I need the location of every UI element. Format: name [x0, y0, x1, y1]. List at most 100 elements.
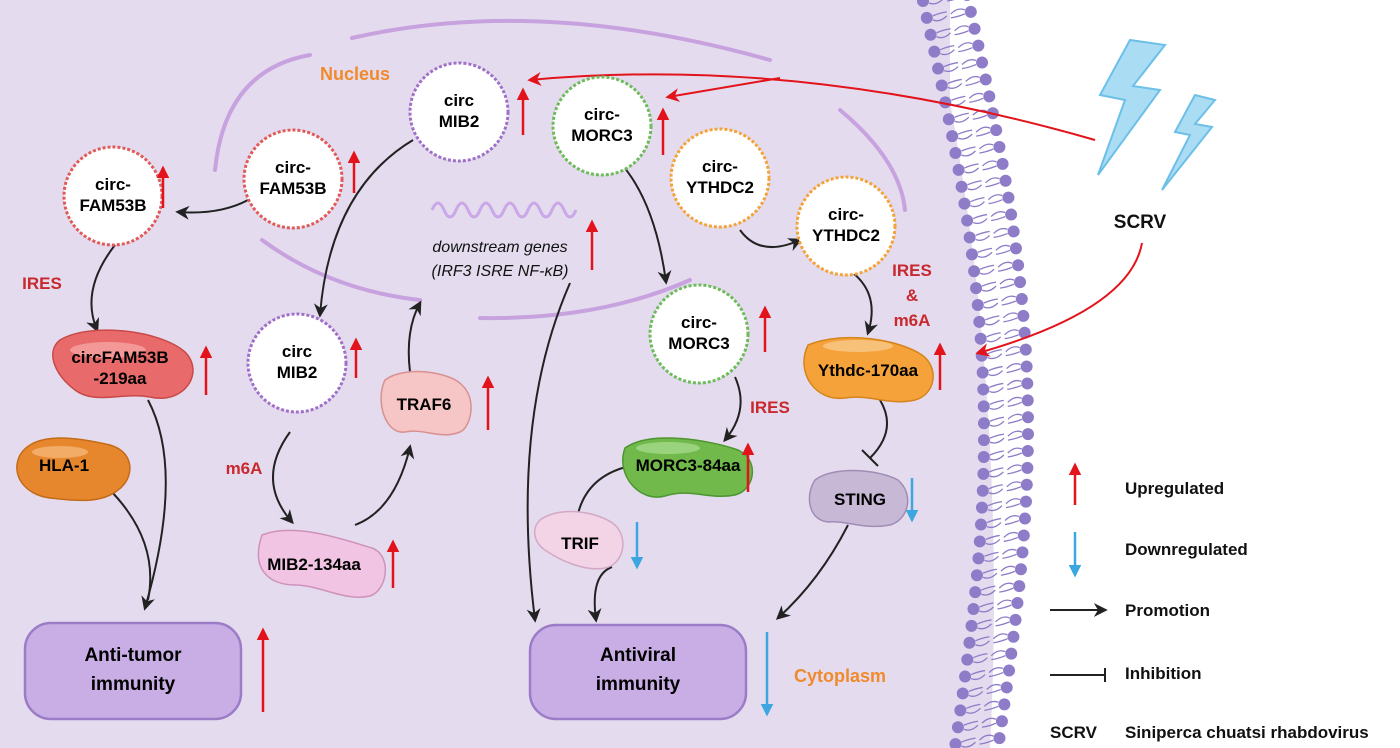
lipid-tail — [989, 386, 1004, 393]
lipid-tail — [993, 227, 1008, 234]
lipid-tail — [986, 683, 1001, 690]
lipid-tail — [1007, 413, 1023, 420]
lipid-head — [1020, 478, 1033, 491]
lipid-tail — [1007, 418, 1023, 424]
lipid-tail — [964, 167, 980, 174]
lipid-head — [939, 96, 952, 109]
lipid-head — [972, 39, 985, 52]
lipid-tail — [986, 688, 1001, 695]
lipid-tail — [973, 657, 988, 664]
ires-label-right: IRES — [892, 261, 932, 280]
lipid-tail — [943, 66, 959, 73]
lipid-head — [1018, 326, 1031, 339]
svg-text:circ-: circ- — [681, 313, 717, 332]
outcome-antitumor-immunity: Anti-tumor immunity — [23, 621, 243, 721]
lipid-head — [968, 265, 981, 278]
lipid-tail — [957, 129, 973, 135]
lipid-tail — [1007, 401, 1023, 407]
svg-text:MIB2: MIB2 — [277, 363, 318, 382]
svg-text:MORC3-84aa: MORC3-84aa — [636, 456, 741, 475]
lipid-tail — [1000, 565, 1016, 572]
lipid-head — [1005, 208, 1018, 221]
lipid-head — [946, 130, 959, 143]
lipid-tail — [979, 148, 994, 154]
protein-sting: STING — [808, 469, 909, 528]
lipid-head — [974, 518, 987, 531]
lipid-head — [976, 366, 989, 379]
lipid-tail — [986, 522, 1002, 529]
downstream-genes-list: (IRF3 ISRE NF-κB) — [432, 263, 569, 280]
lipid-head — [1003, 664, 1016, 677]
lipid-tail — [979, 268, 995, 275]
ampersand-label: & — [906, 286, 918, 305]
lipid-tail — [950, 13, 966, 19]
lipid-head — [993, 732, 1006, 745]
lipid-tail — [967, 180, 982, 186]
lipid-head — [963, 0, 971, 1]
lipid-tail — [989, 403, 1005, 410]
svg-text:YTHDC2: YTHDC2 — [686, 178, 754, 197]
lipid-tail — [983, 700, 999, 707]
lipid-head — [977, 400, 990, 413]
lipid-tail — [988, 484, 1003, 490]
lipid-tail — [995, 249, 1011, 255]
lipid-tail — [943, 61, 959, 68]
lipid-tail — [1002, 312, 1018, 319]
lipid-tail — [976, 131, 991, 137]
lipid-tail — [969, 97, 984, 103]
lipid-tail — [1004, 334, 1019, 340]
lipid-head — [942, 113, 955, 126]
lipid-tail — [954, 116, 970, 123]
lipid-head — [1021, 394, 1034, 407]
lipid-tail — [968, 92, 984, 99]
lipid-head — [951, 721, 964, 734]
circ-fam53b-cytoplasm: circ- FAM53B — [62, 145, 164, 247]
lipid-tail — [999, 278, 1015, 285]
lipid-tail — [966, 703, 981, 709]
lipid-head — [1013, 580, 1026, 593]
svg-text:circ-: circ- — [702, 157, 738, 176]
pathway-arrows — [86, 139, 888, 623]
lipid-tail — [984, 551, 999, 557]
lipid-tail — [981, 281, 997, 287]
lipid-tail — [993, 232, 1008, 239]
lipid-tail — [977, 247, 993, 253]
outcome-antiviral-immunity: Antiviral immunity — [528, 623, 748, 721]
lipid-head — [958, 197, 971, 210]
lipid-tail — [993, 638, 1008, 644]
lipid-tail — [957, 42, 973, 49]
svg-text:circ: circ — [282, 342, 312, 361]
lipid-tail — [989, 416, 1005, 422]
lipid-head — [920, 11, 933, 24]
svg-text:circ-: circ- — [584, 105, 620, 124]
lipid-tail — [1005, 351, 1021, 357]
svg-text:MORC3: MORC3 — [571, 126, 632, 145]
lipid-tail — [1007, 435, 1023, 441]
lipid-tail — [997, 604, 1012, 610]
lipid-head — [1014, 563, 1027, 576]
lipid-tail — [985, 538, 1001, 545]
lipid-tail — [989, 399, 1004, 405]
lipid-tail — [1006, 367, 1021, 374]
lipid-tail — [1001, 548, 1017, 555]
lipid-tail — [975, 636, 990, 642]
lipid-tail — [1007, 384, 1022, 391]
virus-arrows — [527, 71, 1143, 357]
lipid-tail — [963, 724, 979, 731]
lipid-head — [928, 45, 941, 58]
circ-fam53b-nucleus: circ- FAM53B — [242, 128, 344, 230]
lipid-head — [977, 417, 990, 430]
lipid-tail — [1006, 486, 1022, 492]
lipid-tail — [936, 32, 952, 39]
lipid-head — [963, 636, 976, 649]
svg-text:Anti-tumor: Anti-tumor — [84, 645, 182, 666]
lipid-head — [973, 315, 986, 328]
lipid-tail — [1006, 464, 1022, 471]
lipid-head — [1007, 630, 1020, 643]
lipid-tail — [995, 244, 1011, 251]
svg-text:TRIF: TRIF — [561, 534, 599, 553]
legend: Upregulated Downregulated Promotion Inhi… — [1050, 462, 1369, 742]
lipid-tail — [932, 11, 947, 17]
